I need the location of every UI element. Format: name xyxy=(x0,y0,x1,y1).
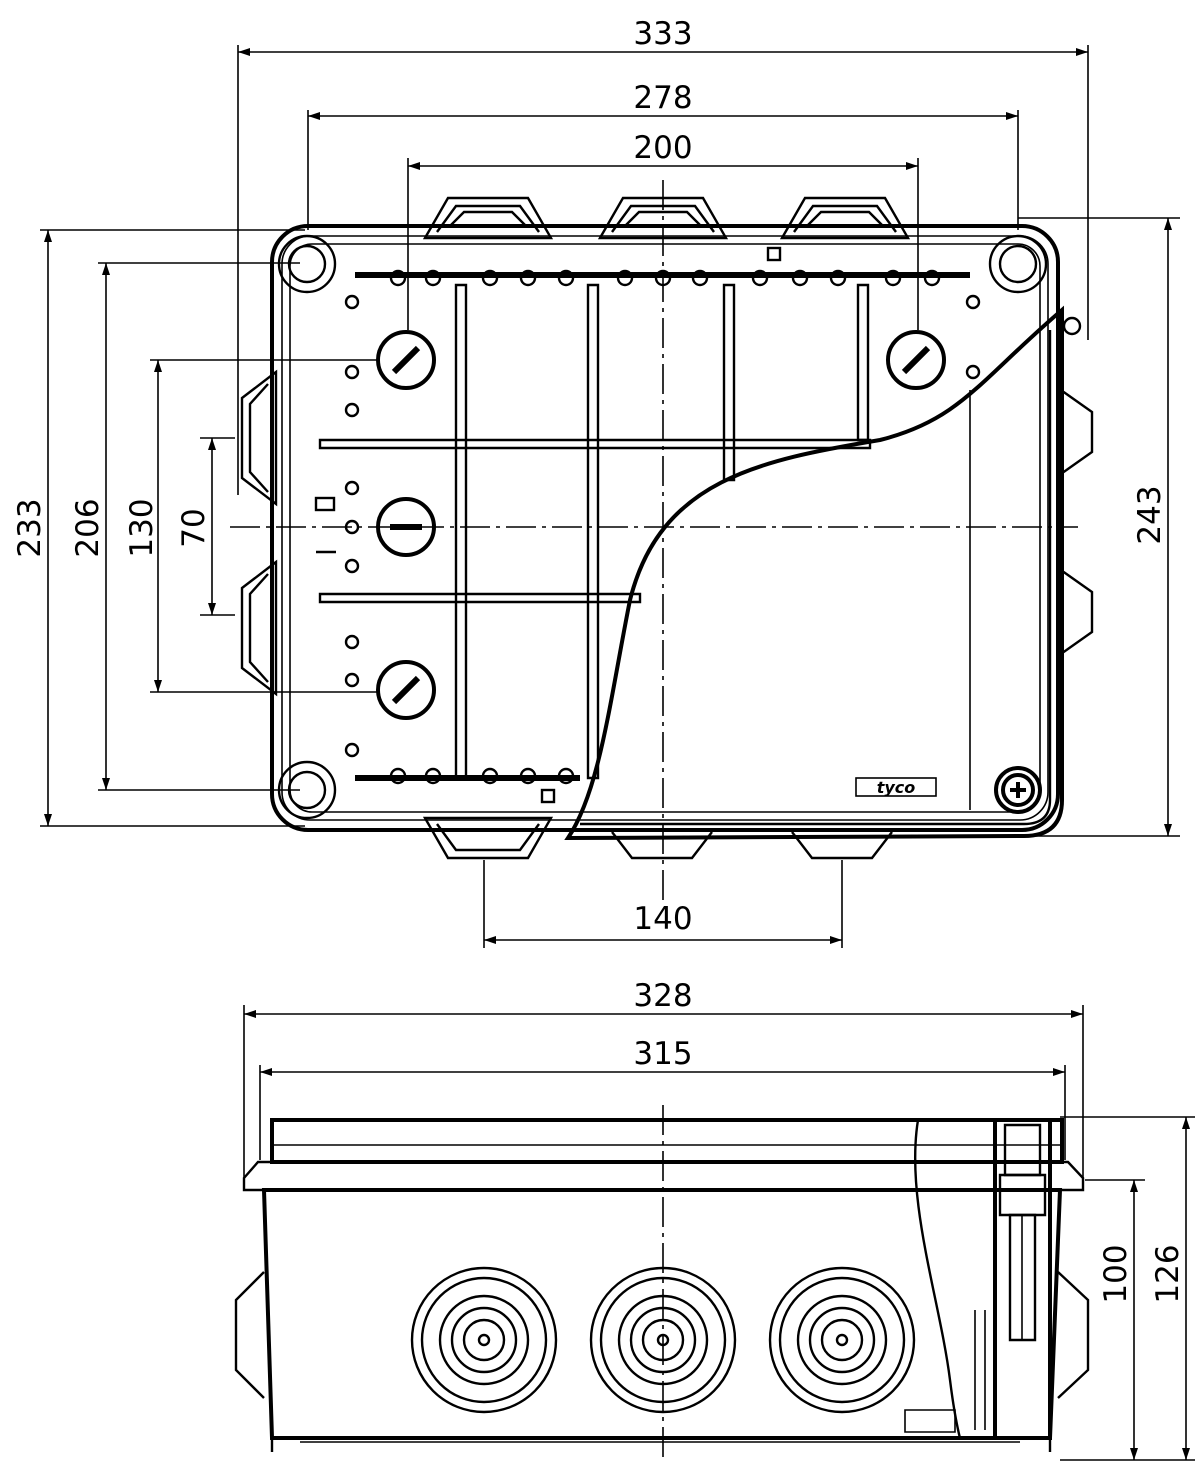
cable-gland-bottom xyxy=(422,816,893,860)
dim-top-inner-height-1: 130 xyxy=(124,498,160,557)
cable-gland-right xyxy=(1057,387,1094,657)
lid-screw-icon xyxy=(994,766,1042,814)
dim-top-fixing-height: 206 xyxy=(70,498,106,557)
dim-top-overall-height: 233 xyxy=(12,498,48,557)
side-glands-edge xyxy=(234,1271,1090,1399)
dim-side-overall-width: 328 xyxy=(633,978,692,1014)
dim-top-bottom-spacing: 140 xyxy=(633,901,692,937)
dim-side-body-height: 100 xyxy=(1098,1244,1134,1303)
cable-gland-icon xyxy=(422,196,911,240)
lid-fasteners xyxy=(376,330,946,720)
cable-gland-left xyxy=(240,369,278,697)
grid-ribs xyxy=(318,283,872,780)
brand-logo-text: tyco xyxy=(877,778,916,797)
earth-marks xyxy=(314,246,782,804)
dim-side-overall-height: 126 xyxy=(1150,1244,1186,1303)
centre-lines-top xyxy=(230,180,1078,900)
extension-lines-side xyxy=(243,1005,1195,1461)
dimension-lines-side xyxy=(244,1010,1190,1460)
side-view: 328 315 100 126 xyxy=(234,978,1195,1461)
dim-top-fixing-width: 278 xyxy=(633,80,692,116)
brand-logo: tyco xyxy=(855,777,937,797)
dim-top-inner-width: 200 xyxy=(633,130,692,166)
dim-top-overall-width: 333 xyxy=(633,16,692,52)
corner-bosses xyxy=(277,234,1048,820)
lid-side xyxy=(242,1118,1085,1192)
side-cutaway xyxy=(904,1118,1052,1440)
lid-cutaway xyxy=(564,305,1082,841)
dim-top-inner-height-2: 70 xyxy=(176,508,212,547)
dim-top-lid-height: 243 xyxy=(1132,485,1168,544)
dim-side-body-width: 315 xyxy=(633,1036,692,1072)
top-view: 333 278 200 233 206 130 70 243 140 xyxy=(12,16,1180,948)
box-outline-top xyxy=(270,224,1060,832)
dimension-lines-top xyxy=(44,48,1172,944)
